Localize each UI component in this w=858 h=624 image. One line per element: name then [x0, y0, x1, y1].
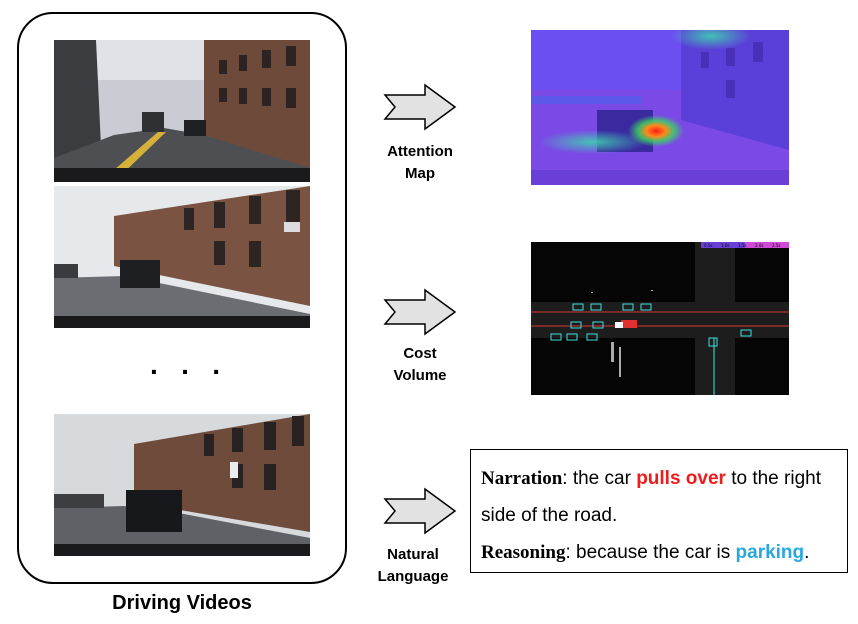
- narration-line: Narration: the car pulls over to the rig…: [481, 460, 837, 497]
- arrow-right-icon: [383, 83, 457, 131]
- natural-language-box: Narration: the car pulls over to the rig…: [470, 449, 848, 573]
- label-line: Volume: [393, 367, 447, 384]
- narration-text-end: to the right: [725, 468, 821, 489]
- driving-videos-frame: [17, 12, 347, 584]
- scale-tick: 1.0s: [721, 243, 729, 248]
- reasoning-line: Reasoning: because the car is parking.: [481, 534, 837, 571]
- narration-line-2: side of the road.: [481, 505, 618, 526]
- attention-map-image: [531, 30, 789, 185]
- reasoning-key: Reasoning: [481, 542, 566, 563]
- label-line: Map: [405, 165, 435, 182]
- reasoning-text-end: .: [804, 542, 810, 563]
- scale-tick: 2.5s: [772, 243, 780, 248]
- driving-videos-caption: Driving Videos: [112, 592, 252, 614]
- arrow-right-icon: [383, 288, 457, 336]
- video-frame-2: [54, 186, 310, 328]
- cost-volume-image: 0.5s 1.0s 1.5s 2.0s 2.5s: [531, 242, 789, 395]
- label-line: Cost: [403, 345, 437, 362]
- scale-tick: 2.0s: [755, 243, 763, 248]
- narration-highlight: pulls over: [636, 468, 726, 489]
- reasoning-highlight: parking: [735, 542, 805, 563]
- label-line: Attention: [387, 143, 453, 160]
- attention-map-label: Attention Map: [365, 141, 475, 185]
- natural-language-label: Natural Language: [358, 544, 468, 588]
- narration-text: : the car: [562, 468, 637, 489]
- more-frames-ellipsis: · · ·: [150, 356, 229, 387]
- scale-tick: 0.5s: [704, 243, 712, 248]
- reasoning-text: : because the car is: [565, 542, 736, 563]
- video-frame-1: [54, 40, 310, 182]
- video-frame-3: [54, 414, 310, 556]
- arrow-right-icon: [383, 487, 457, 535]
- label-line: Natural: [387, 546, 439, 563]
- cost-volume-label: Cost Volume: [365, 343, 475, 387]
- narration-key: Narration: [481, 468, 563, 489]
- label-line: Language: [377, 568, 449, 585]
- scale-tick: 1.5s: [738, 243, 746, 248]
